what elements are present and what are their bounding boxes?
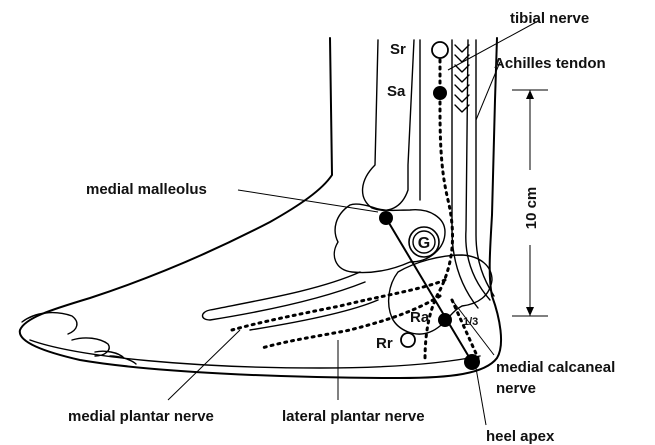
rr-label: Rr	[376, 335, 393, 352]
ground-electrode-label: G	[418, 235, 430, 252]
medial-malleolus-marker	[379, 211, 393, 225]
tendon-sheath-left	[452, 40, 478, 308]
medial-calcaneal-nerve-label-line2: nerve	[496, 380, 536, 397]
achilles-tendon-inner	[476, 40, 494, 296]
heel-apex-label: heel apex	[486, 428, 555, 445]
achilles-tendon-label: Achilles tendon	[494, 55, 606, 72]
heel-apex-marker	[464, 354, 480, 370]
recording-electrode-ra	[438, 313, 452, 327]
medial-calcaneal-nerve-label-line1: medial calcaneal	[496, 359, 615, 376]
medial-malleolus-label: medial malleolus	[86, 181, 207, 198]
lateral-plantar-nerve-label: lateral plantar nerve	[282, 408, 425, 425]
heel-apex-leader	[476, 368, 486, 425]
recording-electrode-rr	[401, 333, 415, 347]
metatarsal-bone-2	[250, 300, 378, 330]
foot-outline	[20, 38, 501, 378]
stimulation-electrode-sr	[432, 42, 448, 58]
sr-label: Sr	[390, 41, 406, 58]
stimulation-electrode-sa	[433, 86, 447, 100]
medial-plantar-nerve-label: medial plantar nerve	[68, 408, 214, 425]
tibial-nerve-label: tibial nerve	[510, 10, 589, 27]
sa-label: Sa	[387, 83, 406, 100]
ten-cm-arrow-down	[526, 307, 534, 316]
ra-label: Ra	[410, 309, 430, 326]
medial-malleolus-leader	[238, 190, 378, 212]
one-third-label: 1/3	[463, 316, 478, 328]
ten-cm-label: 10 cm	[523, 187, 540, 230]
tibia-bone	[363, 40, 414, 210]
metatarsal-bone-1	[203, 272, 366, 320]
achilles-tendon	[466, 40, 490, 300]
ten-cm-arrow-up	[526, 90, 534, 99]
medial-plantar-nerve-leader	[168, 330, 240, 400]
toe-1	[22, 313, 77, 334]
